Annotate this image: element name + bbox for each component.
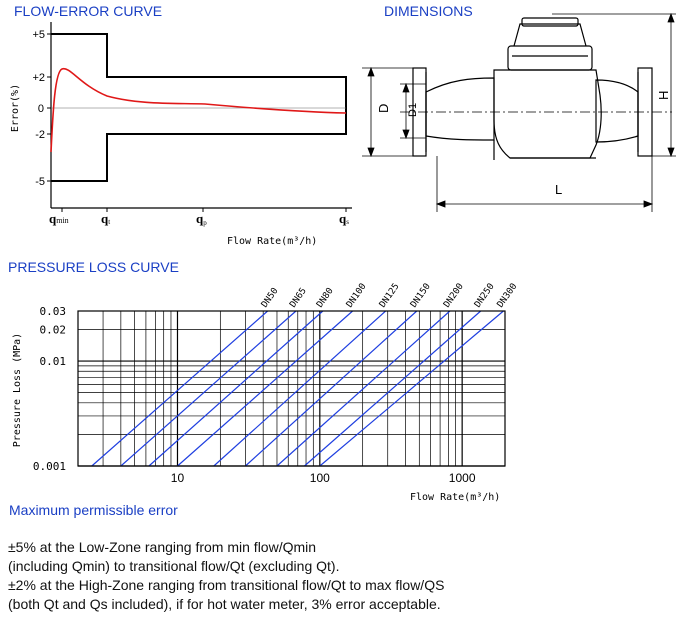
pl-series-line-dn150 — [244, 310, 418, 467]
fe-x-label: Flow Rate(m³/h) — [227, 236, 317, 247]
pl-xtick-label: 1000 — [449, 471, 476, 485]
pl-series-line-dn80 — [148, 310, 324, 467]
fe-ytick-label: +5 — [32, 29, 45, 41]
fe-envelope-lower — [51, 108, 347, 182]
fe-xtick-qmin: qmin — [49, 211, 69, 226]
dimensions-drawing: D D1 H L — [362, 12, 676, 212]
dim-label-h: H — [656, 91, 671, 100]
pl-series-line-dn125 — [213, 310, 387, 467]
pl-series-label: DN200 — [442, 282, 466, 310]
fe-x-tickmarks — [61, 208, 347, 212]
pl-series-line-dn50 — [91, 310, 269, 467]
pl-grid — [77, 310, 506, 467]
pl-series-label: DN150 — [409, 282, 433, 310]
pl-series-line-dn65 — [120, 310, 297, 467]
flow-error-chart: +5 +2 0 -2 -5 Error(%) qmin qt qp qs Flo… — [10, 22, 352, 247]
dim-register-top — [521, 17, 579, 27]
pl-series-label: DN300 — [496, 282, 520, 310]
fe-ytick-label: 0 — [38, 103, 44, 115]
note-line: ±2% at the High-Zone ranging from transi… — [8, 577, 445, 593]
pl-ytick-label: 0.01 — [40, 355, 67, 368]
pl-series-label: DN250 — [473, 282, 497, 310]
pl-y-label: Pressure Loss (MPa) — [12, 333, 23, 447]
fe-ytick-label: -5 — [35, 176, 45, 188]
note-line: (including Qmin) to transitional flow/Qt… — [8, 558, 340, 574]
fe-y-label: Error(%) — [10, 84, 21, 132]
dim-register-cap — [513, 23, 587, 47]
dim-label-l: L — [555, 182, 562, 197]
dim-label-d1: D1 — [407, 103, 419, 117]
fe-xtick-qs: qs — [339, 211, 349, 226]
dim-register — [507, 45, 593, 71]
pl-series — [91, 310, 504, 467]
note-line: (both Qt and Qs included), if for hot wa… — [8, 596, 441, 612]
pressure-loss-title: PRESSURE LOSS CURVE — [8, 259, 179, 275]
pl-series-line-dn250 — [304, 310, 482, 467]
flow-error-title: FLOW-ERROR CURVE — [14, 3, 163, 19]
fe-envelope-upper — [51, 33, 347, 108]
fe-error-curve — [50, 68, 347, 153]
pl-plot-frame — [77, 310, 506, 467]
pl-series-label: DN50 — [260, 286, 281, 310]
pl-ytick-label: 0.03 — [40, 305, 67, 318]
pl-series-label: DN125 — [378, 282, 402, 310]
pl-series-label: DN80 — [315, 286, 336, 310]
pl-xtick-label: 10 — [171, 471, 185, 485]
dimensions-title: DIMENSIONS — [384, 3, 473, 19]
pl-series-line-dn100 — [177, 310, 354, 467]
pl-ytick-label: 0.02 — [40, 323, 67, 336]
pl-series-line-dn300 — [319, 310, 504, 467]
pl-ytick-label: 0.001 — [33, 460, 66, 473]
dim-meter-body — [493, 69, 602, 159]
pl-series-label: DN100 — [345, 282, 369, 310]
dim-label-d: D — [376, 104, 391, 113]
note-line: ±5% at the Low-Zone ranging from min flo… — [8, 539, 317, 555]
mpe-notes: ±5% at the Low-Zone ranging from min flo… — [8, 538, 444, 614]
mpe-title: Maximum permissible error — [9, 502, 178, 518]
pl-xtick-label: 100 — [310, 471, 330, 485]
fe-ytick-label: +2 — [32, 72, 45, 84]
fe-xtick-qp: qp — [196, 211, 207, 227]
fe-xtick-qt: qt — [101, 211, 110, 226]
fe-ytick-label: -2 — [35, 129, 45, 141]
pl-series-label: DN65 — [288, 286, 309, 310]
fe-y-tickmarks — [47, 33, 51, 182]
pl-series-line-dn200 — [276, 310, 451, 467]
pressure-loss-chart: DN50 DN65 DN80 DN100 DN125 DN150 DN200 DN250DN3… — [12, 282, 520, 503]
pl-x-label: Flow Rate(m³/h) — [410, 492, 500, 503]
